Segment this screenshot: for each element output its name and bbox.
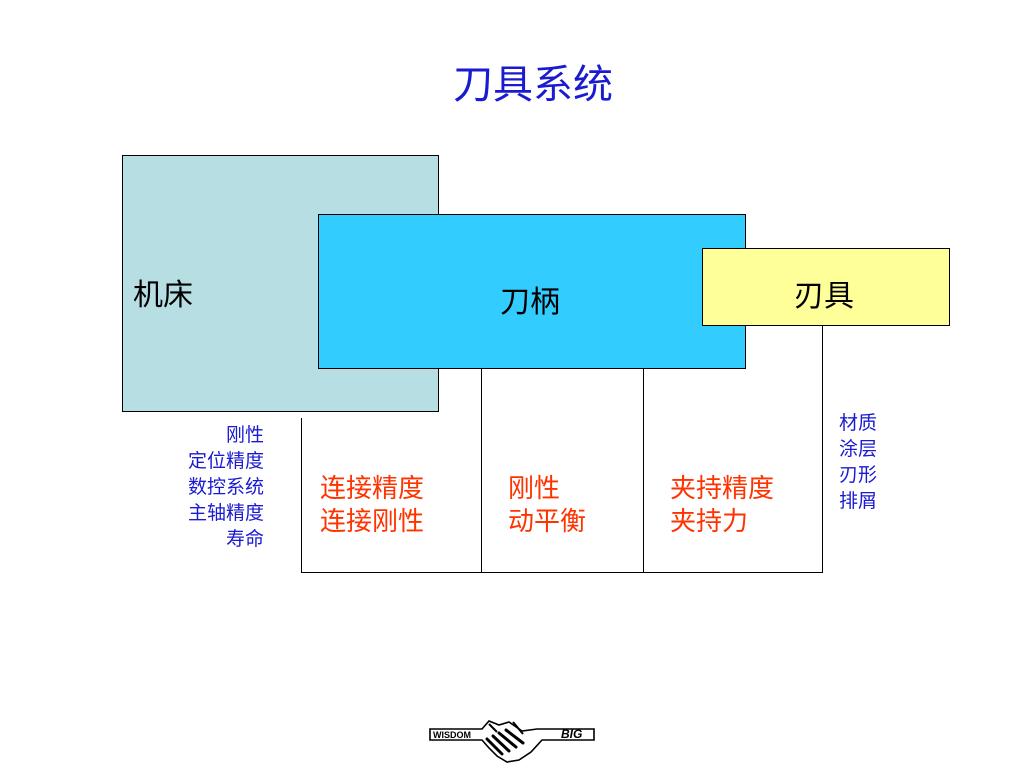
page-title: 刀具系统 bbox=[453, 62, 613, 108]
cutter-props-list: 材质 涂层 刃形 排屑 bbox=[839, 410, 877, 514]
logo-left-text: WISDOM bbox=[433, 730, 471, 740]
cutter-box: 刃具 bbox=[702, 248, 950, 326]
list-item: 定位精度 bbox=[187, 450, 264, 472]
list-item: 夹持力 bbox=[670, 507, 749, 537]
list-item: 材质 bbox=[839, 412, 878, 434]
list-item: 连接精度 bbox=[320, 474, 425, 504]
list-item: 动平衡 bbox=[508, 507, 587, 537]
machine-props-list: 刚性 定位精度 数控系统 主轴精度 寿命 bbox=[188, 422, 264, 552]
list-item: 夹持精度 bbox=[670, 474, 775, 504]
divider-line-4 bbox=[822, 325, 823, 573]
holder-props-list: 刚性 动平衡 bbox=[508, 473, 586, 539]
cutter-label: 刃具 bbox=[794, 279, 854, 314]
list-item: 连接刚性 bbox=[320, 507, 425, 537]
list-item: 主轴精度 bbox=[187, 502, 264, 524]
divider-line-2 bbox=[481, 368, 482, 573]
logo-right-text: BIG bbox=[561, 727, 582, 741]
holder-box: 刀柄 bbox=[318, 214, 746, 369]
list-item: 寿命 bbox=[225, 528, 264, 550]
list-item: 排屑 bbox=[839, 490, 878, 512]
handshake-logo: WISDOM BIG bbox=[429, 720, 595, 763]
list-item: 刚性 bbox=[225, 424, 264, 446]
list-item: 数控系统 bbox=[187, 476, 264, 498]
clamp-props-list: 夹持精度 夹持力 bbox=[670, 473, 774, 539]
divider-line-3 bbox=[643, 368, 644, 573]
divider-line-1 bbox=[301, 418, 302, 573]
connection-props-list: 连接精度 连接刚性 bbox=[320, 473, 424, 539]
list-item: 涂层 bbox=[839, 438, 878, 460]
base-line bbox=[301, 572, 823, 573]
holder-label: 刀柄 bbox=[500, 285, 560, 320]
machine-label: 机床 bbox=[133, 278, 193, 313]
list-item: 刚性 bbox=[508, 474, 561, 504]
list-item: 刃形 bbox=[839, 464, 878, 486]
